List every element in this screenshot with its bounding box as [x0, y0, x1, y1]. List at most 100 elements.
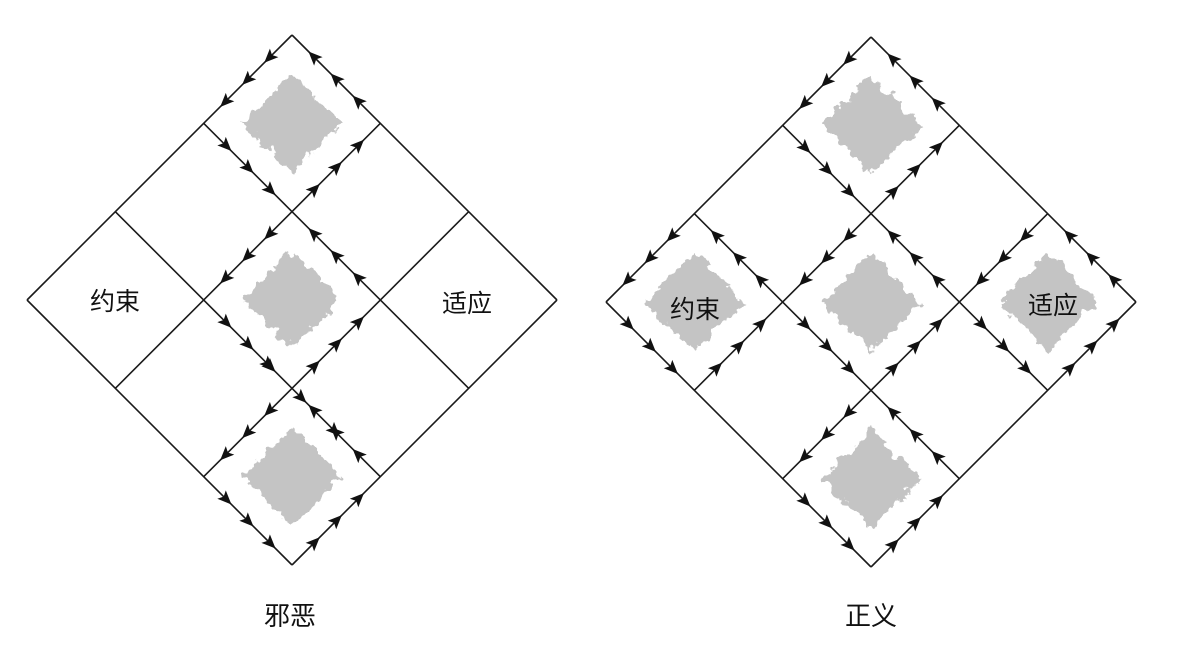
flow-arrow-top [220, 92, 235, 107]
line-arrow [292, 388, 307, 403]
flow-arrow-bottom [931, 450, 946, 466]
line-arrow [325, 421, 340, 436]
flow-arrow-top [239, 159, 254, 174]
flow-arrow-bottom [327, 515, 342, 530]
flow-arrow-bottom [239, 512, 254, 527]
flow-arrow-bottom [242, 424, 257, 439]
flow-arrow-top [264, 48, 279, 63]
blob-top [821, 75, 921, 175]
evil-diagram [26, 34, 558, 566]
flow-arrow-bottom [843, 403, 858, 419]
flow-arrow-bottom [884, 539, 899, 554]
flow-arrow-left [997, 249, 1012, 264]
flow-arrow-top [799, 94, 814, 109]
line-arrow [259, 355, 274, 370]
flow-arrow-top [840, 183, 855, 198]
flow-arrow-center [242, 247, 257, 262]
blob-left [998, 252, 1098, 352]
blob-top [242, 73, 342, 173]
flow-arrow-left [1064, 230, 1079, 245]
flow-arrow-center [884, 362, 899, 377]
flow-arrow-bottom [928, 495, 943, 510]
flow-arrow-top [349, 139, 364, 154]
flow-arrow-top [818, 161, 833, 176]
evil-right-label: 适应 [442, 289, 492, 318]
flow-arrow-top [242, 70, 257, 85]
flow-arrow-left [975, 271, 990, 286]
flow-arrow-left [1061, 362, 1076, 377]
flow-arrow-top [352, 95, 367, 110]
flow-arrow-top [261, 181, 276, 196]
flow-arrow-center [349, 316, 364, 331]
flow-arrow-left [1083, 340, 1098, 355]
flow-arrow-right [641, 337, 656, 352]
flow-arrow-center [264, 225, 279, 240]
flow-arrow-top [928, 141, 943, 156]
flow-arrow-center [821, 249, 836, 264]
flow-arrow-right [666, 227, 681, 242]
flow-arrow-top [217, 136, 232, 152]
flow-arrow-bottom [349, 493, 364, 508]
flow-arrow-bottom [906, 517, 921, 532]
flow-arrow-center [931, 274, 946, 289]
flow-arrow-center [906, 340, 921, 355]
evil-left-label: 约束 [90, 287, 140, 316]
justice-left-label: 约束 [670, 295, 720, 324]
flow-arrow-bottom [799, 448, 814, 463]
flow-arrow-bottom [305, 537, 320, 552]
flow-arrow-bottom [264, 401, 279, 417]
flow-arrow-center [796, 315, 811, 330]
evil-caption: 邪恶 [263, 602, 317, 632]
flow-arrow-center [887, 230, 902, 245]
flow-arrow-top [931, 97, 946, 112]
flow-arrow-center [308, 228, 323, 243]
flow-arrow-top [906, 163, 921, 178]
blob-center [242, 250, 342, 350]
flow-arrow-right [752, 318, 767, 333]
flow-arrow-center [327, 338, 342, 353]
blob-center [821, 252, 921, 352]
flow-arrow-center [799, 271, 814, 286]
flow-arrow-right [730, 340, 745, 355]
flow-arrow-left [972, 315, 988, 330]
flow-arrow-left [995, 337, 1010, 352]
flow-arrow-right [732, 252, 747, 267]
blob-bottom [242, 427, 342, 527]
flow-arrow-right [663, 359, 678, 374]
flow-arrow-right [754, 274, 770, 289]
flow-arrow-top [308, 51, 323, 66]
flow-arrow-center [843, 227, 858, 242]
flow-arrow-top [330, 73, 345, 88]
flow-arrow-bottom [840, 536, 855, 551]
flow-arrow-bottom [220, 446, 235, 461]
flow-arrow-top [843, 50, 858, 65]
flow-arrow-bottom [217, 490, 232, 505]
flow-arrow-right [622, 271, 637, 286]
flow-arrow-top [305, 183, 320, 199]
flow-arrow-bottom [821, 426, 836, 441]
flow-arrow-top [821, 72, 836, 87]
flow-arrow-bottom [818, 514, 833, 529]
flow-arrow-bottom [352, 448, 367, 464]
flow-arrow-bottom [909, 428, 924, 443]
blob-bottom [821, 429, 921, 529]
flow-arrow-top [796, 138, 811, 154]
flow-arrow-top [327, 161, 342, 176]
flow-arrow-left [1019, 227, 1035, 242]
flow-arrow-center [239, 335, 254, 350]
flow-arrow-center [928, 318, 943, 333]
flow-arrow-top [909, 75, 924, 90]
flow-arrow-center [305, 360, 320, 375]
flow-arrow-right [710, 230, 725, 245]
flow-arrow-center [909, 252, 924, 267]
flow-arrow-left [1105, 318, 1120, 333]
flow-arrow-bottom [261, 534, 276, 549]
flow-arrow-left [1108, 274, 1123, 289]
flow-arrow-top [887, 53, 902, 68]
flow-arrow-right [644, 249, 659, 264]
flow-arrow-right [707, 362, 723, 377]
flow-arrow-bottom [887, 406, 902, 421]
flow-arrow-center [352, 272, 367, 287]
flow-arrow-left [1017, 359, 1032, 374]
